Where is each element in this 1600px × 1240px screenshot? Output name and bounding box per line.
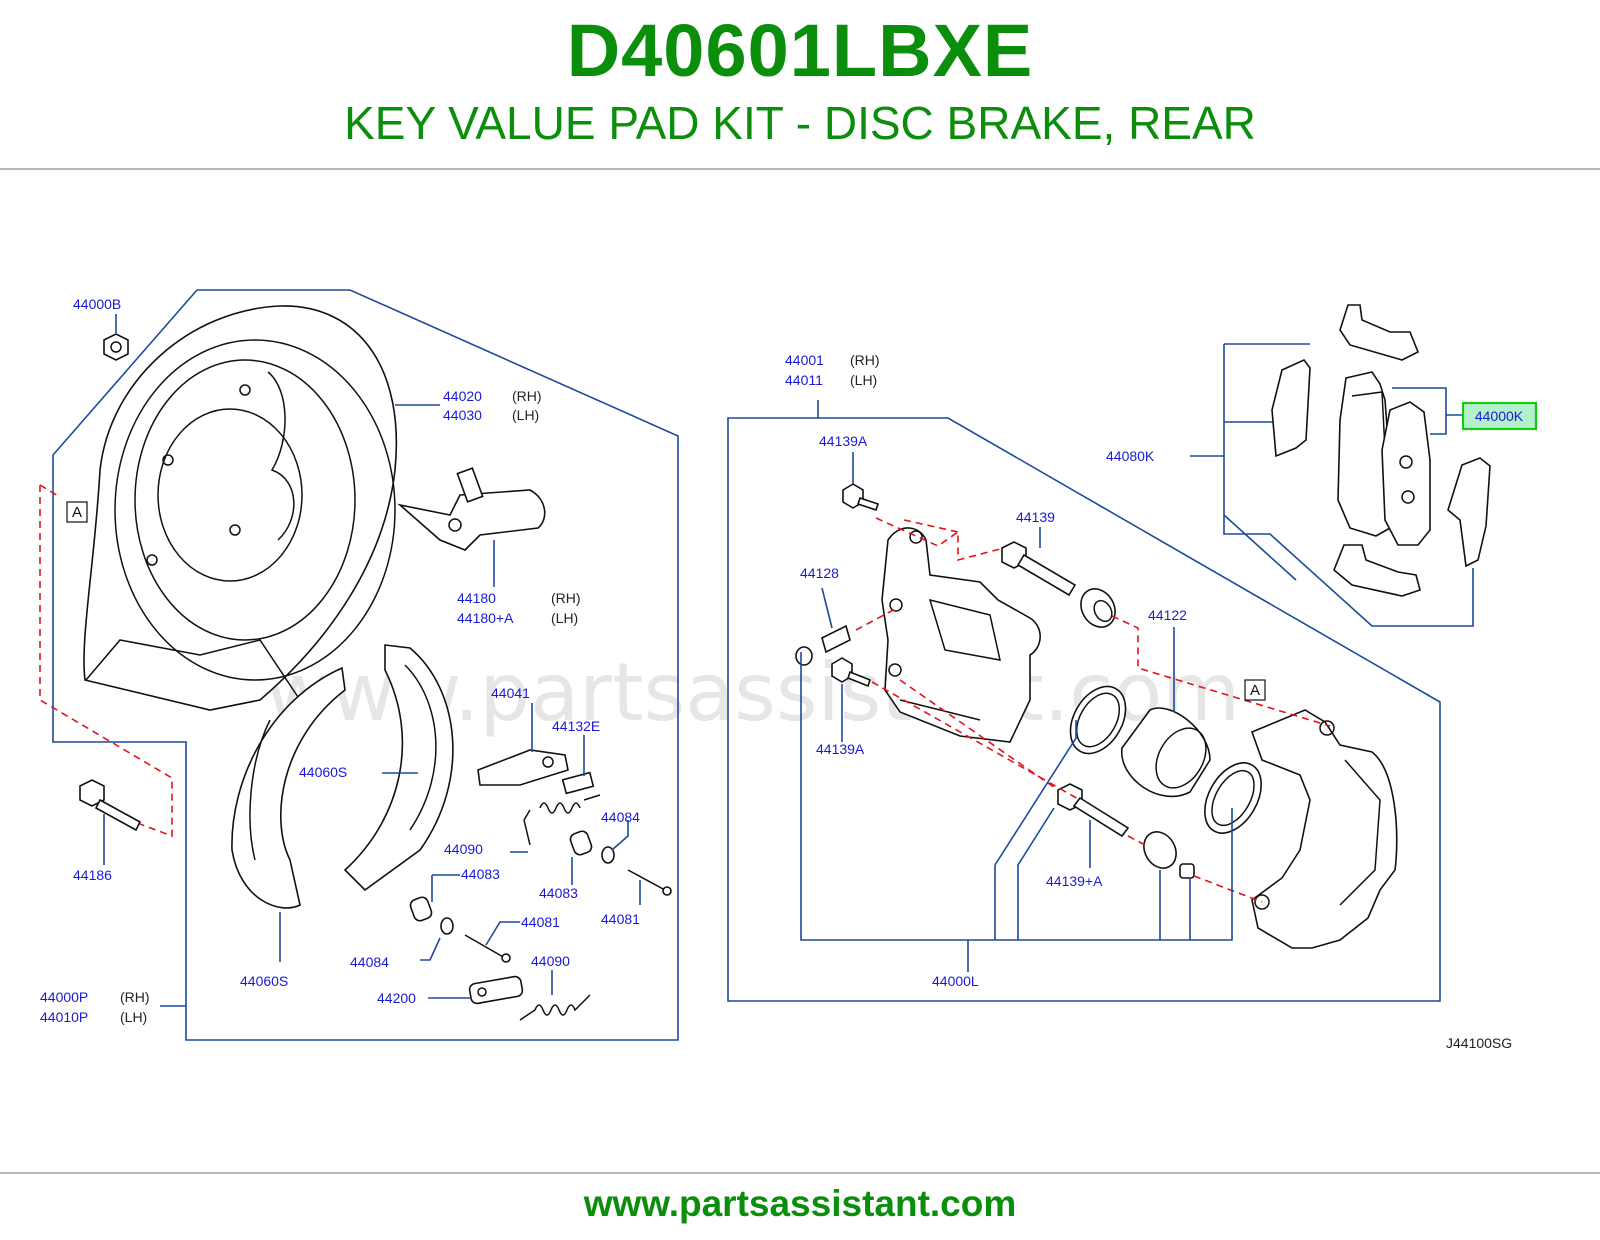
callout-44010P[interactable]: 44010P <box>40 1009 88 1025</box>
side-tag-rh: (RH) <box>850 352 880 368</box>
callout-44084[interactable]: 44084 <box>350 954 389 970</box>
spring-44083-a[interactable] <box>569 830 593 857</box>
callout-44128[interactable]: 44128 <box>800 565 839 581</box>
callout-44000B[interactable]: 44000B <box>73 296 121 312</box>
callout-44081[interactable]: 44081 <box>521 914 560 930</box>
part-title: KEY VALUE PAD KIT - DISC BRAKE, REAR <box>344 97 1256 149</box>
callout-44200[interactable]: 44200 <box>377 990 416 1006</box>
callout-44000P[interactable]: 44000P <box>40 989 88 1005</box>
callout-44132E[interactable]: 44132E <box>552 718 600 734</box>
piston-seal-ring[interactable] <box>1059 677 1137 763</box>
bolt-44186[interactable] <box>79 779 142 832</box>
callout-44001[interactable]: 44001 <box>785 352 824 368</box>
spring-44083-b[interactable] <box>409 896 433 923</box>
boot-lower[interactable] <box>1138 826 1183 874</box>
callout-44060S[interactable]: 44060S <box>299 764 347 780</box>
side-tag-lh: (LH) <box>850 372 877 388</box>
lever-44180[interactable] <box>397 467 546 551</box>
header-divider <box>0 168 1600 170</box>
callout-44083[interactable]: 44083 <box>461 866 500 882</box>
brake-shoe-44060S-right[interactable] <box>343 644 454 892</box>
footer-url[interactable]: www.partsassistant.com <box>583 1183 1017 1224</box>
brake-pad-inner[interactable] <box>1381 401 1431 546</box>
callout-44020[interactable]: 44020 <box>443 388 482 404</box>
clip-44132E[interactable] <box>561 771 595 795</box>
bushing-lower[interactable] <box>1179 863 1195 879</box>
callout-44080K[interactable]: 44080K <box>1106 448 1155 464</box>
view-marker-a-left: A <box>66 501 88 523</box>
spring-44090-lower[interactable] <box>519 994 591 1021</box>
callout-44041[interactable]: 44041 <box>491 685 530 701</box>
washer-44084-a[interactable] <box>601 846 615 864</box>
diagram-reference-code: J44100SG <box>1446 1035 1512 1051</box>
pad-clip-bottom[interactable] <box>1333 544 1421 597</box>
pad-shim-right[interactable] <box>1447 457 1491 568</box>
callout-44139A[interactable]: 44139A <box>816 741 865 757</box>
callout-44000K[interactable]: 44000K <box>1475 408 1524 424</box>
callout-44139A[interactable]: 44139A <box>819 433 868 449</box>
guide-pin-44139A-plus[interactable] <box>1057 783 1130 838</box>
callout-44084[interactable]: 44084 <box>601 809 640 825</box>
boot-44139[interactable] <box>1074 583 1122 634</box>
side-tag-rh: (RH) <box>512 388 542 404</box>
pad-shim-left[interactable] <box>1271 359 1311 458</box>
callout-44090[interactable]: 44090 <box>444 841 483 857</box>
callout-44180A[interactable]: 44180+A <box>457 610 514 626</box>
callout-44030[interactable]: 44030 <box>443 407 482 423</box>
piston-boot[interactable] <box>1193 753 1273 843</box>
callout-44090[interactable]: 44090 <box>531 953 570 969</box>
washer-44084-b[interactable] <box>440 917 454 935</box>
adjuster-44041[interactable] <box>477 749 569 786</box>
side-tag-lh: (LH) <box>120 1009 147 1025</box>
part-code: D40601LBXE <box>566 9 1034 92</box>
left-group-frame <box>52 289 679 1041</box>
view-marker-a-right: A <box>1244 679 1266 701</box>
caliper-group-frame <box>727 417 1441 1002</box>
bolt-44139A-top[interactable] <box>842 483 880 512</box>
bolt-44139A-lower[interactable] <box>831 657 871 688</box>
callout-44083[interactable]: 44083 <box>539 885 578 901</box>
footer-divider <box>0 1172 1600 1174</box>
callout-44180[interactable]: 44180 <box>457 590 496 606</box>
callout-44060S[interactable]: 44060S <box>240 973 288 989</box>
callout-44000L[interactable]: 44000L <box>932 973 979 989</box>
nut-44000B[interactable] <box>103 333 129 361</box>
side-tag-rh: (RH) <box>120 989 150 1005</box>
backing-plate-44020[interactable] <box>83 305 398 711</box>
side-tag-lh: (LH) <box>551 610 578 626</box>
svg-text:A: A <box>1250 682 1260 699</box>
callout-44139[interactable]: 44139 <box>1016 509 1055 525</box>
svg-text:A: A <box>72 504 82 521</box>
spring-44090-upper[interactable] <box>523 794 601 846</box>
side-tag-lh: (LH) <box>512 407 539 423</box>
callout-44011[interactable]: 44011 <box>785 372 823 388</box>
side-tag-rh: (RH) <box>551 590 581 606</box>
callout-44186[interactable]: 44186 <box>73 867 112 883</box>
part-44200[interactable] <box>468 975 524 1005</box>
bleeder-44128[interactable] <box>795 624 851 666</box>
pad-clip-top[interactable] <box>1339 304 1420 361</box>
callout-44139A-plus[interactable]: 44139+A <box>1046 873 1103 889</box>
caliper-bracket[interactable] <box>1250 709 1398 949</box>
piston-44122[interactable] <box>1121 707 1216 798</box>
pin-44081-a[interactable] <box>627 869 672 896</box>
pin-44081-b[interactable] <box>464 934 511 963</box>
guide-pin-44139[interactable] <box>1001 541 1077 597</box>
brake-shoe-44060S-left[interactable] <box>231 666 346 909</box>
callout-44122[interactable]: 44122 <box>1148 607 1187 623</box>
callout-44081[interactable]: 44081 <box>601 911 640 927</box>
caliper-body-44001[interactable] <box>881 527 1041 743</box>
highlighted-part-44000K[interactable]: 44000K <box>1461 401 1538 431</box>
